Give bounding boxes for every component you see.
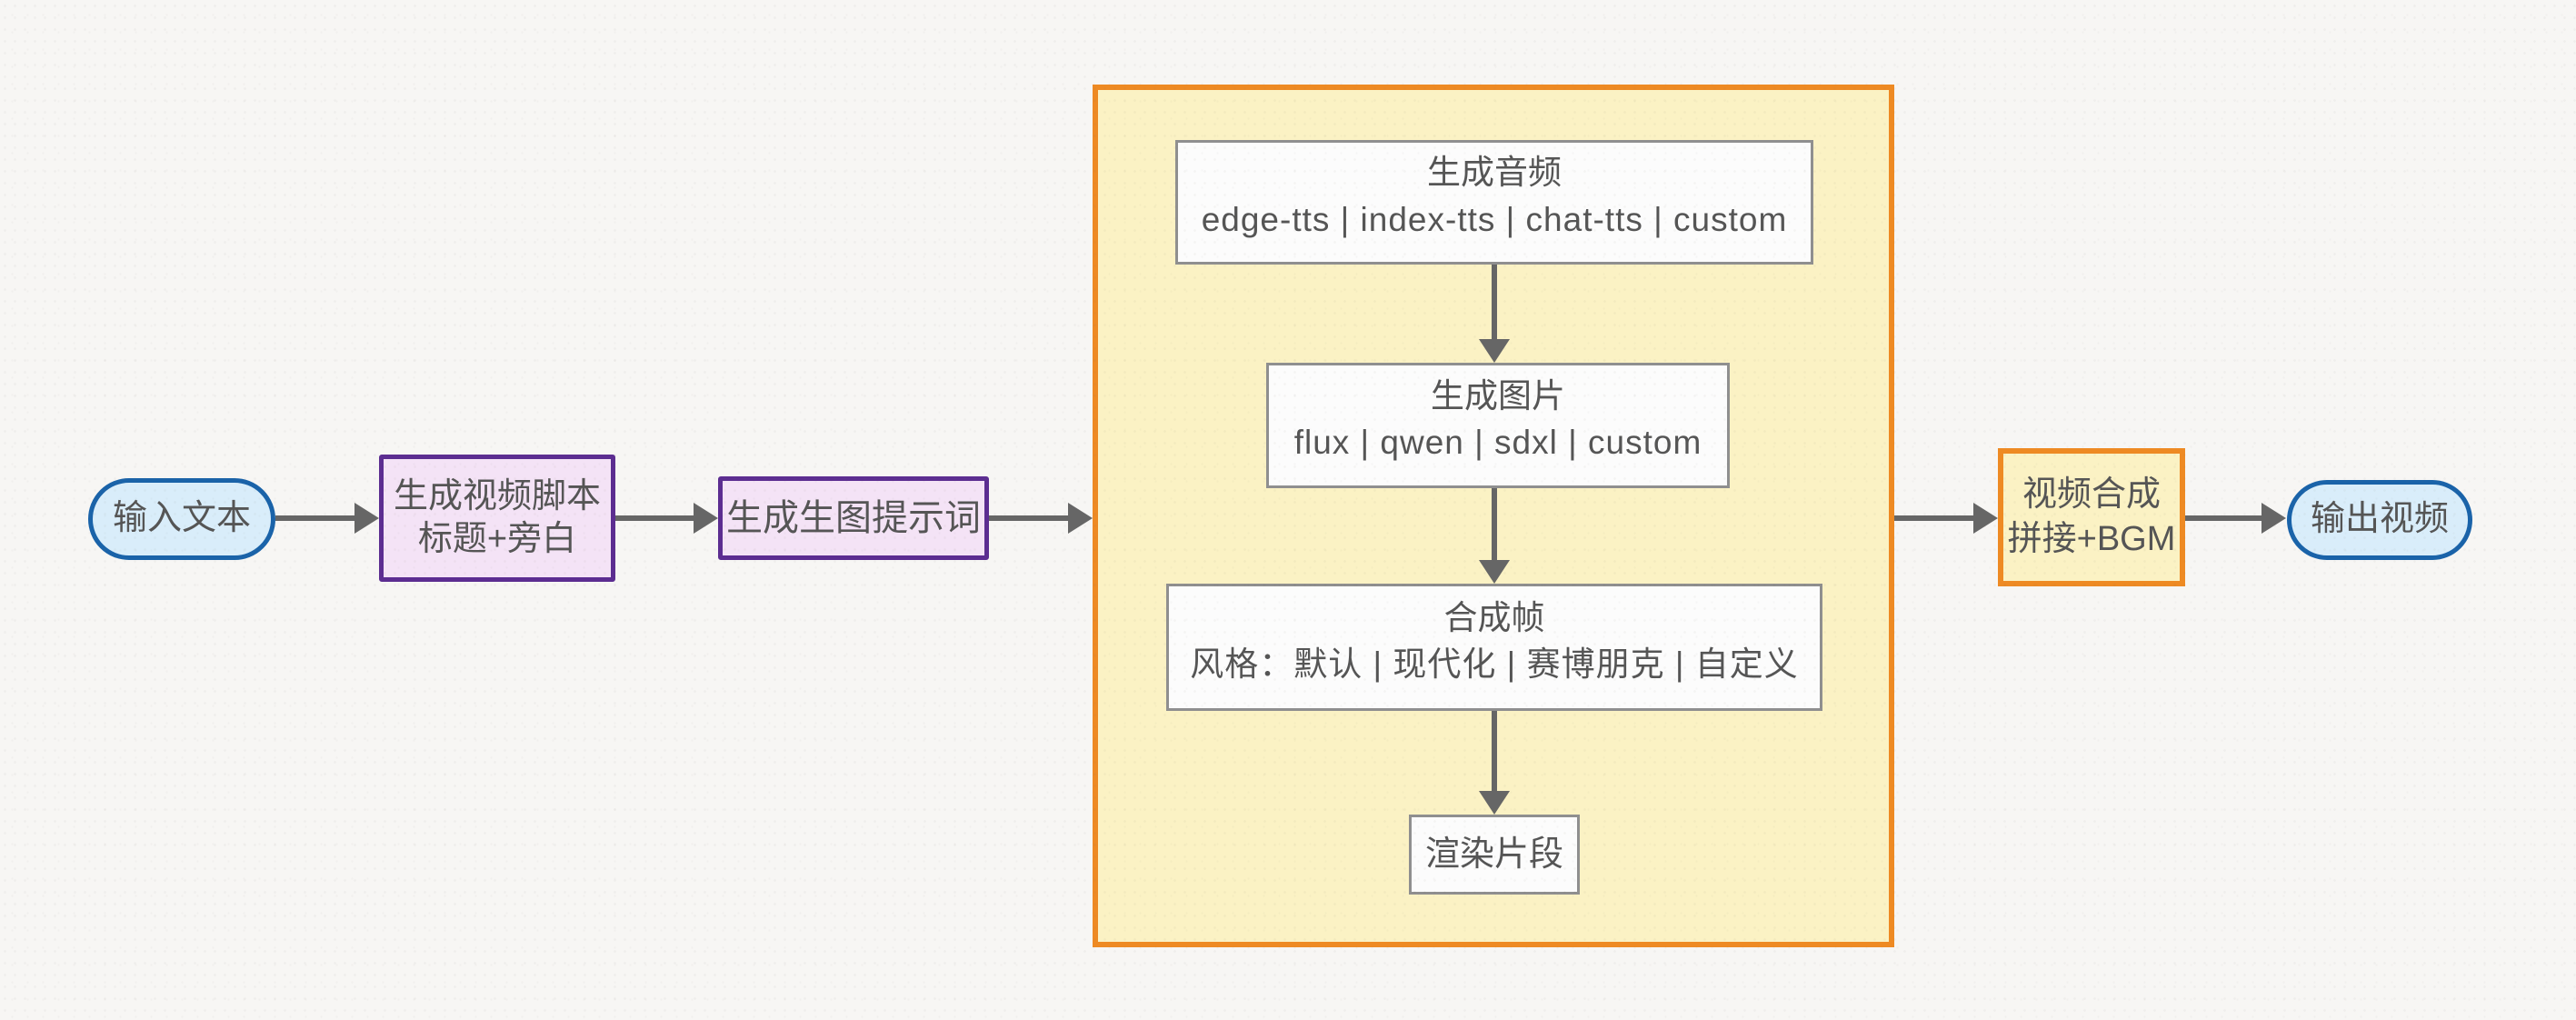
node-output-video-label: 输出视频 [2310, 500, 2449, 539]
node-compose-frame: 合成帧 风格：默认 | 现代化 | 赛博朋克 | 自定义 [1166, 584, 1822, 711]
node-generate-audio-title: 生成音频 [1427, 154, 1562, 192]
node-generate-script: 生成视频脚本 标题+旁白 [379, 455, 615, 582]
arrow-image-to-frame [1479, 488, 1510, 584]
node-input-text-label: 输入文本 [112, 499, 251, 538]
arrow-stage-to-compose [1894, 503, 1998, 534]
node-render-clip: 渲染片段 [1409, 815, 1580, 895]
node-generate-audio: 生成音频 edge-tts | index-tts | chat-tts | c… [1175, 140, 1813, 265]
node-generate-script-line1: 生成视频脚本 [393, 476, 601, 515]
node-generate-image-title: 生成图片 [1431, 376, 1565, 415]
node-generate-script-line2: 标题+旁白 [417, 520, 577, 558]
node-generate-image-options: flux | qwen | sdxl | custom [1293, 424, 1702, 461]
node-video-compose: 视频合成 拼接+BGM [1998, 448, 2185, 586]
node-render-clip-label: 渲染片段 [1424, 835, 1563, 874]
arrow-compose-to-output [2185, 503, 2286, 534]
arrow-script-to-prompt [615, 503, 718, 534]
node-input-text: 输入文本 [88, 478, 275, 560]
node-video-compose-line1: 视频合成 [2022, 475, 2161, 515]
node-generate-image: 生成图片 flux | qwen | sdxl | custom [1266, 363, 1730, 488]
node-generate-prompt: 生成生图提示词 [718, 476, 989, 560]
node-output-video: 输出视频 [2287, 480, 2472, 560]
node-generate-prompt-label: 生成生图提示词 [726, 498, 981, 538]
node-generate-audio-options: edge-tts | index-tts | chat-tts | custom [1201, 200, 1788, 238]
node-video-compose-line2: 拼接+BGM [2007, 520, 2176, 558]
node-compose-frame-title: 合成帧 [1443, 598, 1545, 636]
node-compose-frame-styles: 风格：默认 | 现代化 | 赛博朋克 | 自定义 [1190, 645, 1799, 683]
arrow-prompt-to-stage [989, 503, 1093, 534]
arrow-frame-to-render [1479, 711, 1510, 815]
arrow-audio-to-image [1479, 265, 1510, 363]
arrow-input-to-script [275, 503, 379, 534]
